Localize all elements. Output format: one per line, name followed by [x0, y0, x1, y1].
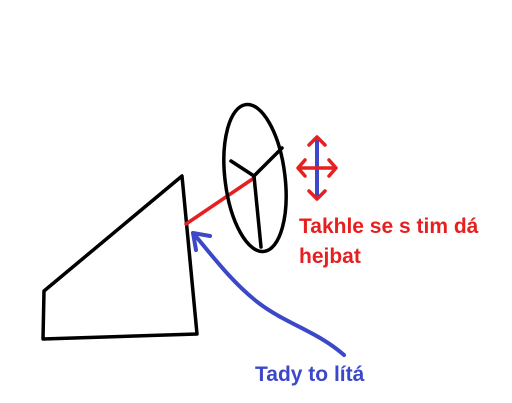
joint-caption: Tady to lítá: [255, 363, 365, 386]
move-arrows-icon: [296, 135, 338, 201]
movement-caption-line-2: hejbat: [299, 245, 361, 268]
pointer-arrow: [191, 231, 346, 357]
base-shape: [41, 174, 199, 341]
wheel-spokes: [229, 146, 284, 249]
movement-caption: Takhle se s tim dá hejbat: [299, 212, 478, 272]
wheel-ellipse: [222, 102, 288, 254]
movement-caption-line-1: Takhle se s tim dá: [299, 215, 479, 238]
shaft-line: [184, 176, 256, 226]
